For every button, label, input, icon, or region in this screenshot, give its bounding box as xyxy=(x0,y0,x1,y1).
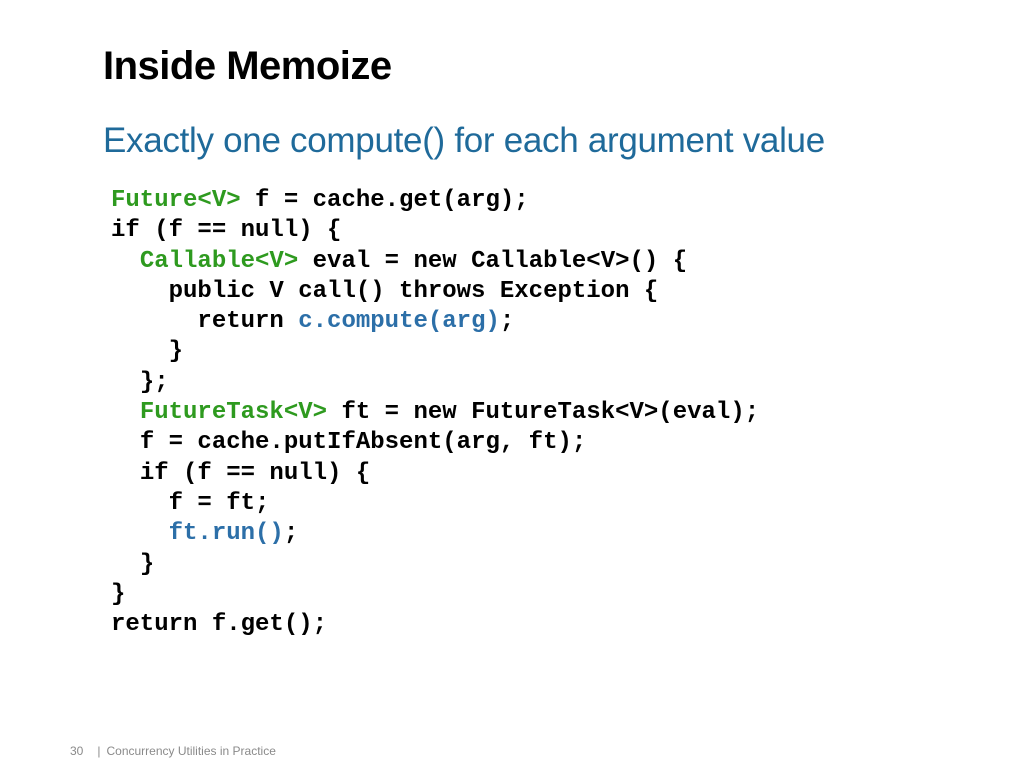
code-token: f = ft; xyxy=(168,489,270,517)
code-block: Future<V> f = cache.get(arg);if (f == nu… xyxy=(111,186,759,640)
code-indent xyxy=(111,399,140,426)
code-line: if (f == null) { xyxy=(111,216,759,246)
code-token: } xyxy=(111,580,126,608)
code-token: public V call() throws Exception { xyxy=(168,277,659,305)
code-line: } xyxy=(111,337,759,367)
code-line: }; xyxy=(111,368,759,398)
slide-title: Inside Memoize xyxy=(103,44,392,88)
slide-footer: 30 | Concurrency Utilities in Practice xyxy=(70,744,276,758)
code-token: return xyxy=(197,308,299,336)
code-line: Callable<V> eval = new Callable<V>() { xyxy=(111,247,759,277)
code-line: f = cache.putIfAbsent(arg, ft); xyxy=(111,428,759,458)
code-line: } xyxy=(111,550,759,580)
code-indent xyxy=(111,369,140,396)
code-token: ; xyxy=(283,520,299,548)
code-line: ft.run(); xyxy=(111,519,759,549)
code-indent xyxy=(111,308,197,335)
code-token: ft = new FutureTask<V>(eval); xyxy=(327,399,760,427)
code-token: if (f == null) { xyxy=(139,459,371,487)
code-line: return f.get(); xyxy=(111,610,759,640)
footer-separator: | xyxy=(97,744,101,758)
code-indent xyxy=(111,429,140,456)
code-indent xyxy=(111,278,169,305)
code-type-token: Callable<V> xyxy=(139,247,299,275)
deck-title: Concurrency Utilities in Practice xyxy=(106,744,276,758)
page-number: 30 xyxy=(70,744,84,758)
code-token: } xyxy=(168,338,184,366)
code-token: }; xyxy=(139,368,169,396)
code-token: } xyxy=(139,550,155,578)
code-line: public V call() throws Exception { xyxy=(111,277,759,307)
code-indent xyxy=(111,338,169,365)
code-token: f = cache.putIfAbsent(arg, ft); xyxy=(139,429,587,457)
code-line: return c.compute(arg); xyxy=(111,307,759,337)
code-call-token: c.compute(arg) xyxy=(298,308,500,336)
code-type-token: FutureTask<V> xyxy=(139,399,328,427)
code-type-token: Future<V> xyxy=(111,187,241,214)
code-indent xyxy=(111,248,140,275)
code-line: if (f == null) { xyxy=(111,459,759,489)
code-call-token: ft.run() xyxy=(168,520,284,548)
code-token: ; xyxy=(499,308,515,336)
code-line: Future<V> f = cache.get(arg); xyxy=(111,186,759,216)
code-indent xyxy=(111,490,169,517)
code-indent xyxy=(111,551,140,578)
code-indent xyxy=(111,520,169,547)
code-token: return f.get(); xyxy=(111,611,328,639)
code-line: f = ft; xyxy=(111,489,759,519)
code-indent xyxy=(111,460,140,487)
code-token: eval = new Callable<V>() { xyxy=(298,247,688,275)
code-line: FutureTask<V> ft = new FutureTask<V>(eva… xyxy=(111,398,759,428)
slide-subtitle: Exactly one compute() for each argument … xyxy=(103,121,825,160)
code-token: if (f == null) { xyxy=(111,217,342,245)
code-token: f = cache.get(arg); xyxy=(240,187,529,214)
code-line: } xyxy=(111,580,759,610)
